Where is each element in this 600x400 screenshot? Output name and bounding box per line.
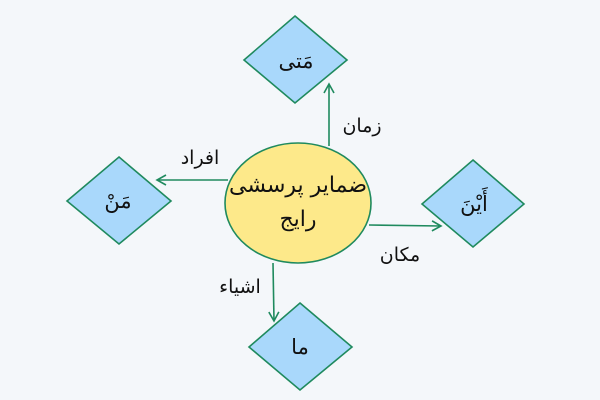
edge-left-label: افراد <box>180 147 220 169</box>
node-right-label: أَيْنَ <box>460 192 488 216</box>
edge-right-label: مکان <box>379 244 421 266</box>
arrow-bottom <box>268 262 280 323</box>
center-line-1: ضمایر پرسشی <box>228 173 367 198</box>
edge-bottom-label: اشیاء <box>219 276 261 298</box>
diamond-right <box>420 158 526 249</box>
node-bottom-label: ما <box>291 335 309 359</box>
center-node-label: ضمایر پرسشی رایج <box>228 169 368 237</box>
node-top-label: مَتی <box>278 49 314 73</box>
diamond-top <box>242 14 349 105</box>
edge-top-label: زمان <box>342 115 382 137</box>
center-line-2: رایج <box>279 207 317 232</box>
arrow-right <box>368 220 443 232</box>
center-ellipse <box>224 142 372 264</box>
diamond-bottom <box>247 301 354 392</box>
node-left-label: مَنْ <box>104 189 132 213</box>
diamond-left <box>65 155 173 246</box>
